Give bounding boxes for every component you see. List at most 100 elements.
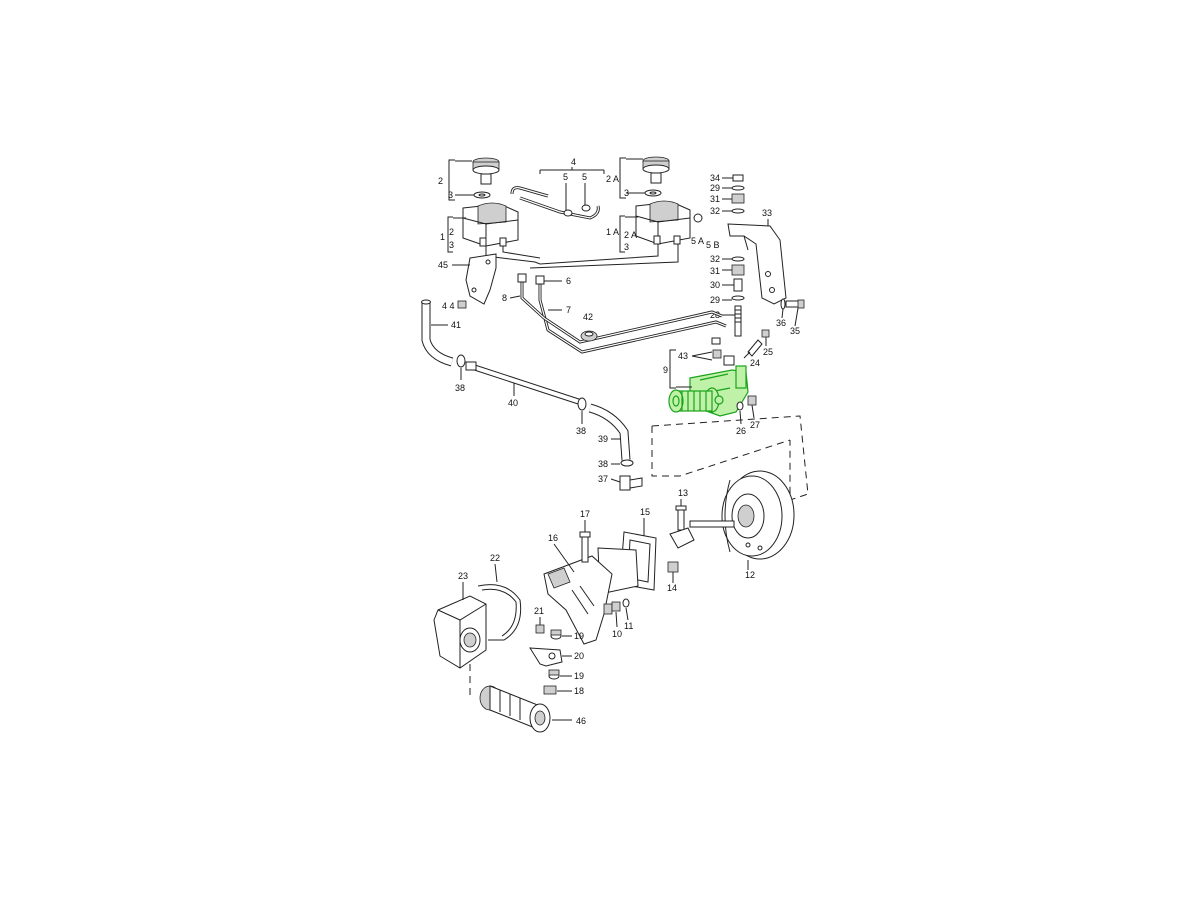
brake-booster-12[interactable] — [689, 470, 795, 560]
callout-20: 20 — [574, 651, 584, 661]
mount-stack-lower[interactable] — [731, 256, 745, 337]
callout-30: 30 — [710, 280, 720, 290]
callout-16: 16 — [548, 533, 558, 543]
callout-1: 1 — [440, 232, 445, 242]
callout-29-upper: 29 — [710, 183, 720, 193]
callout-17: 17 — [580, 509, 590, 519]
nut-10[interactable] — [611, 601, 621, 612]
callout-29-lower: 29 — [710, 295, 720, 305]
callout-6: 6 — [566, 276, 571, 286]
nut-44[interactable] — [457, 300, 467, 309]
washer-19-b[interactable] — [548, 669, 560, 680]
callout-21: 21 — [534, 606, 544, 616]
support-bracket-33[interactable] — [727, 223, 787, 305]
callout-35: 35 — [790, 326, 800, 336]
bolt-17[interactable] — [579, 531, 591, 563]
switch-24[interactable] — [743, 339, 763, 359]
callout-38-c: 38 — [598, 459, 608, 469]
washer-26[interactable] — [736, 401, 744, 411]
valve-25[interactable] — [761, 329, 770, 338]
callout-13: 13 — [678, 488, 688, 498]
bolt-35[interactable] — [780, 298, 805, 310]
fitting-37[interactable] — [619, 475, 643, 491]
fitting-43[interactable] — [711, 337, 735, 366]
boot-cover-23[interactable] — [433, 595, 487, 669]
callout-38-a: 38 — [455, 383, 465, 393]
clip-18[interactable] — [543, 685, 557, 695]
pipe-40[interactable] — [465, 361, 581, 405]
callout-12: 12 — [745, 570, 755, 580]
hose-41[interactable] — [421, 299, 454, 367]
pedal-bracket-16[interactable] — [543, 547, 639, 645]
callout-22: 22 — [490, 553, 500, 563]
washer-19-a[interactable] — [550, 629, 562, 640]
clevis-14[interactable] — [667, 527, 695, 573]
fitting-6[interactable] — [517, 273, 545, 285]
callout-3-right-lower: 3 — [624, 242, 629, 252]
grommet-42[interactable] — [580, 330, 598, 342]
callout-2A-lower: 2 A — [624, 230, 637, 240]
callout-2A: 2 A — [606, 174, 619, 184]
callout-5A: 5 A — [691, 236, 704, 246]
pin-13[interactable] — [675, 505, 687, 531]
callout-23: 23 — [458, 571, 468, 581]
callout-31-lower: 31 — [710, 266, 720, 276]
callout-36: 36 — [776, 318, 786, 328]
nut-27[interactable] — [747, 395, 757, 406]
callout-11: 11 — [624, 621, 633, 631]
callout-26: 26 — [736, 426, 746, 436]
callout-4: 4 — [571, 157, 576, 167]
callout-8: 8 — [502, 293, 507, 303]
clamp-38-b[interactable] — [577, 397, 587, 411]
callout-14: 14 — [667, 583, 677, 593]
callout-1A: 1 A — [606, 227, 619, 237]
callout-25: 25 — [763, 347, 773, 357]
sleeve-46[interactable] — [479, 685, 551, 733]
callout-27: 27 — [750, 420, 760, 430]
callout-33: 33 — [762, 208, 772, 218]
clamp-38-a[interactable] — [456, 354, 466, 368]
reservoir-left[interactable] — [462, 157, 519, 247]
callout-24: 24 — [750, 358, 760, 368]
callout-45: 45 — [438, 260, 448, 270]
hose-pipe-4[interactable] — [510, 186, 600, 220]
clamp-ring-22[interactable] — [477, 584, 522, 641]
callout-40: 40 — [508, 398, 518, 408]
mounting-plate-45[interactable] — [465, 253, 497, 305]
callout-2: 2 — [438, 176, 443, 186]
callout-39: 39 — [598, 434, 608, 444]
callout-38-b: 38 — [576, 426, 586, 436]
callout-2-lower: 2 — [449, 227, 454, 237]
lever-20[interactable] — [529, 647, 563, 667]
callout-7: 7 — [566, 305, 571, 315]
callout-41: 41 — [451, 320, 461, 330]
callout-9: 9 — [663, 365, 668, 375]
callout-28: 28 — [710, 310, 720, 320]
callout-46: 46 — [576, 716, 586, 726]
hose-39[interactable] — [588, 403, 631, 461]
callout-19-a: 19 — [574, 631, 584, 641]
callout-5B: 5 B — [706, 240, 720, 250]
callout-32-upper: 32 — [710, 206, 720, 216]
callout-15: 15 — [640, 507, 650, 517]
clamp-38-c[interactable] — [620, 459, 634, 467]
brake-line-8[interactable] — [520, 282, 723, 344]
callout-3: 3 — [448, 190, 453, 200]
callout-5-a: 5 — [563, 172, 568, 182]
reservoir-right[interactable] — [635, 156, 703, 245]
mount-stack-upper[interactable] — [731, 174, 745, 214]
callout-5-b: 5 — [582, 172, 587, 182]
washer-11[interactable] — [622, 598, 630, 608]
brake-line-7[interactable] — [538, 284, 727, 354]
callout-3-lower: 3 — [449, 240, 454, 250]
callout-3-right: 3 — [624, 188, 629, 198]
nut-21[interactable] — [535, 624, 545, 634]
callout-10: 10 — [612, 629, 622, 639]
callout-31-upper: 31 — [710, 194, 720, 204]
master-cylinder-9[interactable] — [668, 365, 749, 417]
callout-43: 43 — [678, 351, 688, 361]
callout-37: 37 — [598, 474, 608, 484]
callout-44: 4 4 — [442, 301, 455, 311]
callout-34: 34 — [710, 173, 720, 183]
